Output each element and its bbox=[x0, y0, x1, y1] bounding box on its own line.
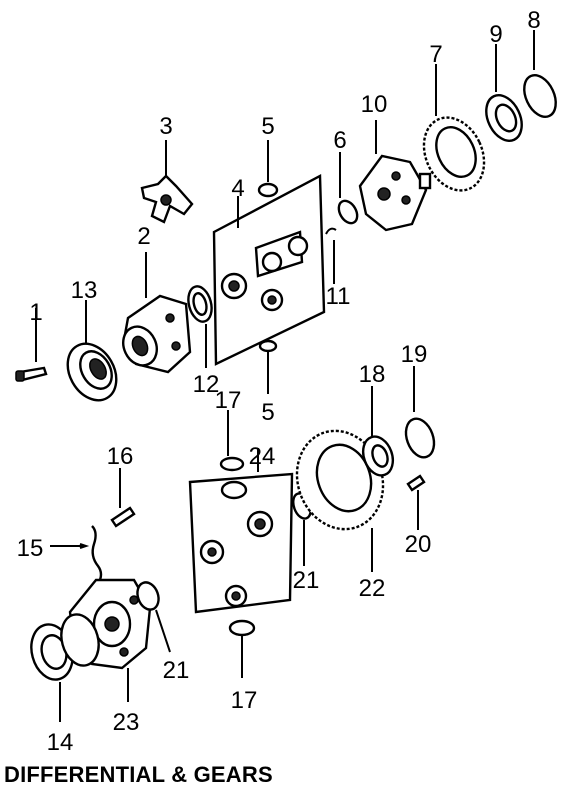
part-5-washer-upper bbox=[257, 140, 279, 198]
callout-20: 20 bbox=[405, 531, 432, 558]
part-8-snap-ring bbox=[523, 30, 557, 118]
callout-14: 14 bbox=[47, 729, 74, 756]
callout-23: 23 bbox=[113, 709, 140, 736]
callout-17-lower: 17 bbox=[231, 687, 258, 714]
part-11-clip bbox=[325, 227, 337, 284]
diagram-caption: DIFFERENTIAL & GEARS bbox=[4, 762, 273, 787]
part-10-differential-case bbox=[358, 120, 432, 232]
callout-7: 7 bbox=[429, 41, 442, 68]
part-14-bearing bbox=[30, 613, 100, 722]
callout-5-lower: 5 bbox=[261, 399, 274, 426]
callout-21-left: 21 bbox=[163, 657, 190, 684]
callout-13: 13 bbox=[71, 277, 98, 304]
callout-12: 12 bbox=[193, 371, 220, 398]
part-9-bearing bbox=[485, 44, 523, 142]
callout-18: 18 bbox=[359, 361, 386, 388]
callout-2: 2 bbox=[137, 223, 150, 250]
callout-8: 8 bbox=[527, 7, 540, 34]
part-16-pin bbox=[110, 468, 136, 528]
callout-labels: 1 2 3 4 5 5 6 7 8 9 10 11 12 13 14 15 16… bbox=[17, 7, 541, 756]
part-5-washer-lower bbox=[258, 339, 278, 394]
part-4-gear-set-box bbox=[212, 174, 326, 366]
callout-11: 11 bbox=[326, 283, 351, 310]
part-1-bolt bbox=[15, 308, 48, 382]
callout-3: 3 bbox=[159, 113, 172, 140]
part-21-washer-left bbox=[136, 581, 171, 653]
callout-4: 4 bbox=[231, 175, 244, 202]
part-17-washer-lower bbox=[228, 619, 256, 678]
part-22-ring-gear bbox=[295, 429, 385, 572]
callout-22: 22 bbox=[359, 575, 386, 602]
callout-1: 1 bbox=[29, 299, 42, 326]
part-13-seal bbox=[66, 300, 118, 402]
part-3-spider bbox=[140, 140, 194, 224]
part-12-ring bbox=[187, 285, 213, 368]
part-6-washer bbox=[337, 152, 359, 225]
callout-5-upper: 5 bbox=[261, 113, 274, 140]
callout-19: 19 bbox=[401, 341, 428, 368]
part-7-ring-gear bbox=[422, 64, 486, 192]
part-24-gear-set-box bbox=[188, 448, 294, 614]
part-19-ring bbox=[404, 366, 436, 459]
callout-6: 6 bbox=[333, 127, 346, 154]
callout-16: 16 bbox=[107, 443, 134, 470]
callout-10: 10 bbox=[361, 91, 388, 118]
callout-15: 15 bbox=[17, 535, 44, 562]
callout-9: 9 bbox=[489, 21, 502, 48]
callout-24: 24 bbox=[249, 443, 276, 470]
part-18-bearing bbox=[361, 386, 395, 477]
callout-21-right: 21 bbox=[293, 567, 320, 594]
part-20-pin bbox=[406, 474, 426, 530]
callout-17-upper: 17 bbox=[215, 387, 242, 414]
part-17-washer-upper bbox=[219, 410, 245, 472]
part-2-flange bbox=[122, 252, 192, 374]
